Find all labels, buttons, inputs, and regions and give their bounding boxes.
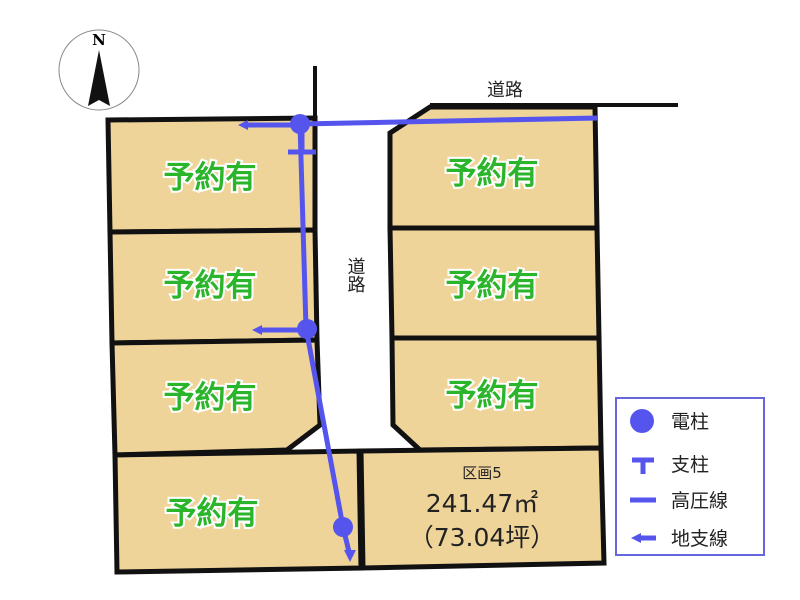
- lot-status: 予約有: [164, 268, 257, 304]
- north-compass: N: [58, 29, 140, 111]
- lot-status: 予約有: [446, 378, 539, 414]
- lot-status: 予約有: [164, 160, 257, 196]
- lot5-area-tsubo: （73.04坪）: [409, 523, 556, 552]
- lot-5[interactable]: [358, 445, 607, 571]
- lot5-name: 区画5: [462, 464, 502, 482]
- utility-pole-icon: [290, 114, 310, 134]
- lot5-area-m2: 241.47㎡: [426, 489, 538, 518]
- high-voltage-line: [297, 123, 353, 557]
- legend-label: 高圧線: [671, 490, 728, 512]
- legend-label: 地支線: [671, 528, 728, 550]
- lot-right-1[interactable]: [387, 104, 600, 231]
- road-label-center: 道路: [345, 257, 366, 293]
- north-arrow-icon: [88, 50, 110, 106]
- utility-lines: [238, 114, 599, 562]
- road-label-top: 道路: [487, 80, 523, 101]
- lot-status: 予約有: [166, 496, 259, 532]
- lot-status: 予約有: [446, 268, 539, 304]
- lot-status: 予約有: [164, 380, 257, 416]
- lot-left-3[interactable]: [109, 337, 323, 458]
- legend-label: 支柱: [671, 454, 709, 476]
- compass-label: N: [92, 31, 106, 49]
- utility-pole-icon: [333, 517, 353, 537]
- arrow-left-icon: [631, 533, 641, 543]
- high-voltage-line: [299, 115, 599, 127]
- legend-label: 電柱: [671, 411, 709, 433]
- utility-pole-icon: [630, 409, 654, 433]
- arrow-head-icon: [344, 550, 356, 562]
- arrow-head-icon: [252, 325, 262, 335]
- arrow-head-icon: [238, 120, 248, 130]
- legend: 電柱 支柱 高圧線 地支線: [615, 397, 765, 556]
- utility-pole-icon: [297, 319, 317, 339]
- lot-status: 予約有: [446, 156, 539, 192]
